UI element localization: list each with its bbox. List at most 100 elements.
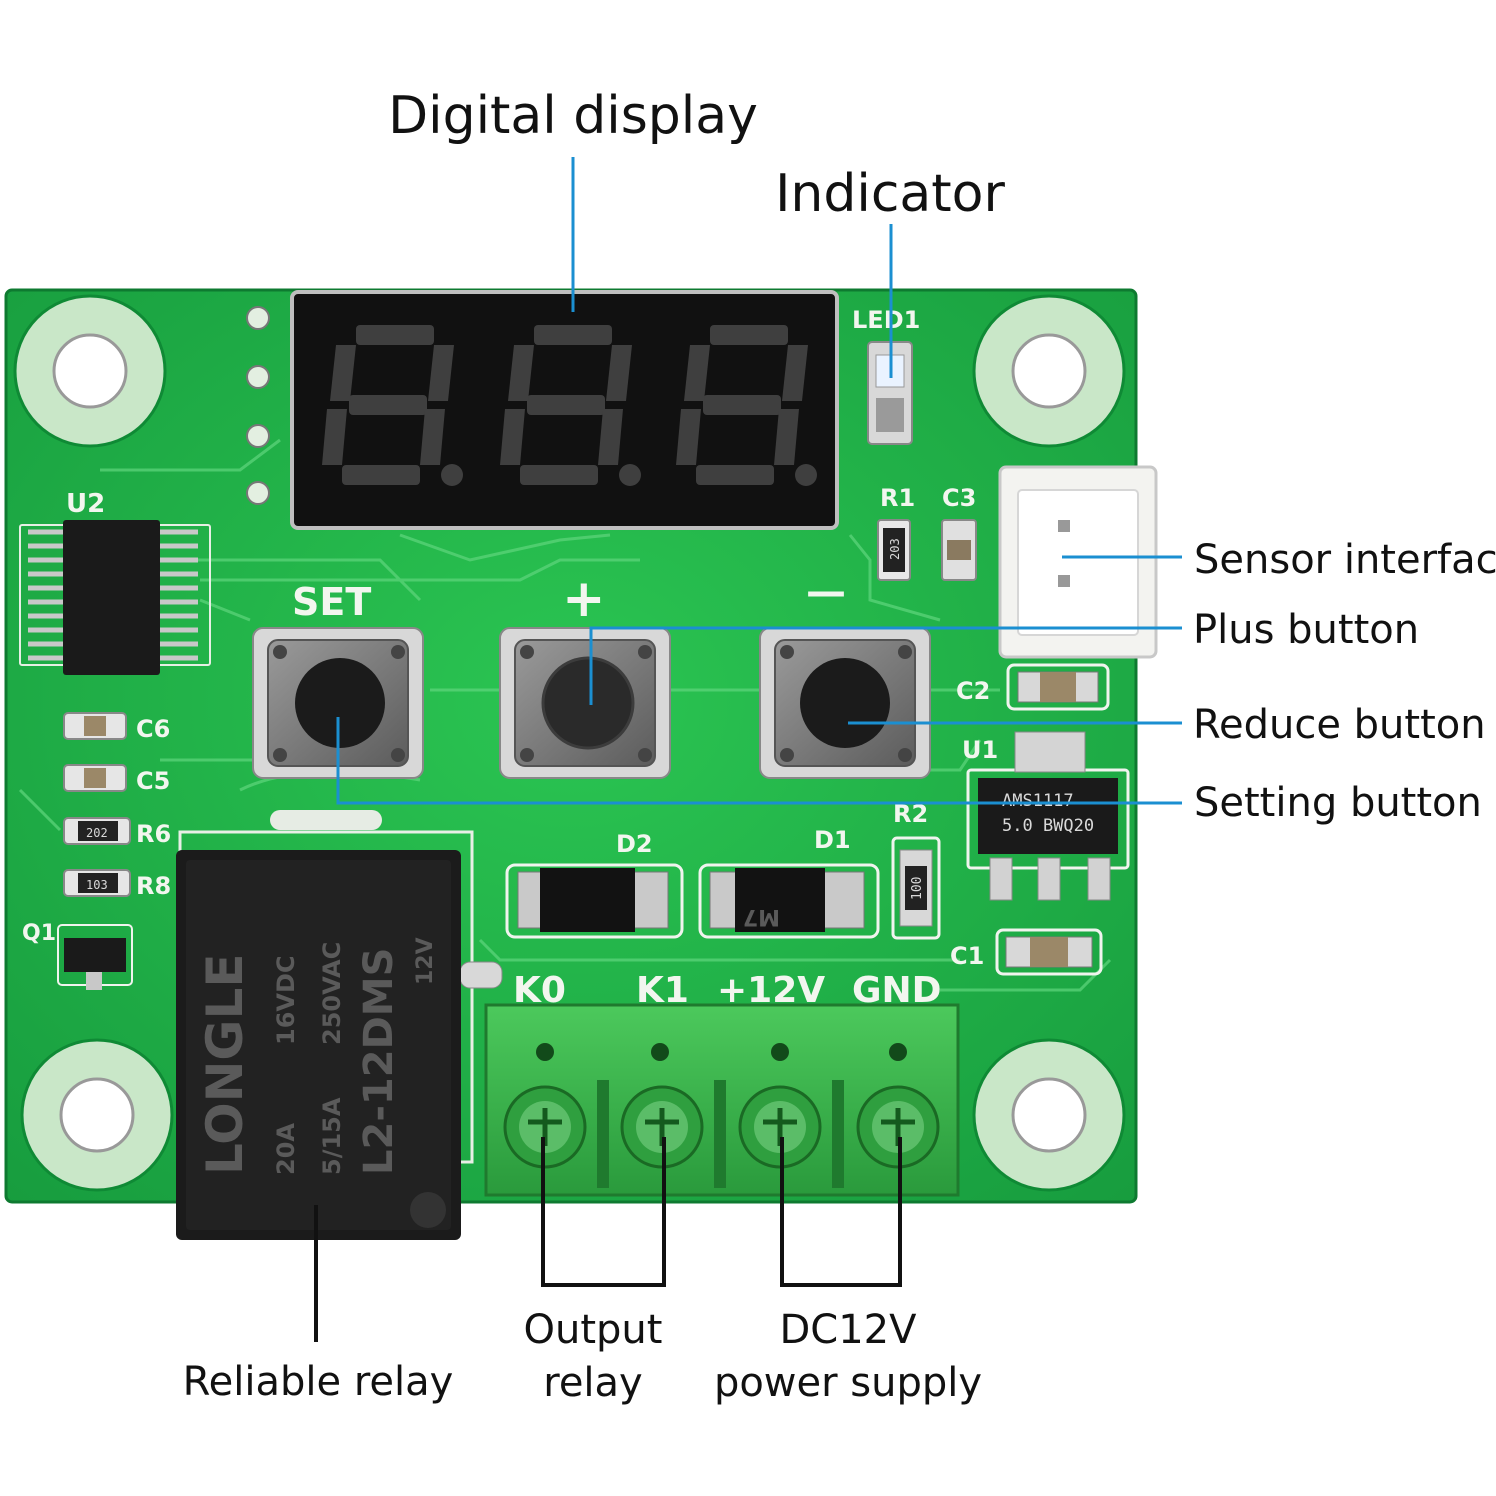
u1-marking-line1: AMS1117 bbox=[1002, 791, 1074, 811]
silk-d1-code: M7 bbox=[743, 904, 780, 929]
digit-3-horizontal-segment bbox=[703, 395, 781, 415]
silk-r2: R2 bbox=[893, 800, 928, 828]
relay-brand: LONGLE bbox=[196, 954, 254, 1175]
digit-3-horizontal-segment bbox=[710, 325, 788, 345]
silk-c1: C1 bbox=[950, 942, 984, 970]
digit-2-vertical-segment bbox=[500, 409, 525, 465]
c2-capacitor bbox=[1006, 663, 1110, 711]
leader-plus-button bbox=[589, 626, 1182, 705]
silk-r6-code: 202 bbox=[86, 826, 108, 840]
callout-output-relay-line2: relay bbox=[543, 1360, 642, 1406]
digit-1-horizontal-segment bbox=[356, 325, 434, 345]
digit-1-vertical-segment bbox=[420, 409, 445, 465]
relay-markings: LONGLE 16VDC 20A 250VAC 5/15A L2-12DMS 1… bbox=[196, 937, 438, 1175]
callout-plus-button: Plus button bbox=[1193, 607, 1419, 653]
digital-display bbox=[290, 290, 839, 530]
digit-3-decimal-point bbox=[795, 464, 817, 486]
set-button[interactable] bbox=[252, 627, 424, 779]
silk-c3: C3 bbox=[942, 484, 976, 512]
terminal-screw-k0[interactable] bbox=[503, 1085, 587, 1169]
silk-d1: D1 bbox=[814, 826, 851, 854]
callout-sensor-interface: Sensor interface bbox=[1194, 537, 1496, 583]
leader-setting-button bbox=[336, 717, 1182, 805]
callout-indicator: Indicator bbox=[775, 164, 1005, 224]
digit-1-vertical-segment bbox=[428, 345, 454, 401]
digit-3-horizontal-segment bbox=[696, 465, 774, 485]
callout-reduce-button: Reduce button bbox=[1193, 702, 1486, 748]
bracket-output-relay bbox=[541, 1137, 666, 1287]
label-set: SET bbox=[292, 580, 371, 624]
digit-1-horizontal-segment bbox=[342, 465, 420, 485]
digit-2-horizontal-segment bbox=[534, 325, 612, 345]
seven-segment-digits bbox=[322, 325, 817, 486]
r1-resistor bbox=[877, 519, 911, 581]
silk-c2: C2 bbox=[956, 677, 990, 705]
terminal-label-k1: K1 bbox=[636, 970, 689, 1011]
c1-capacitor bbox=[995, 928, 1103, 976]
silk-u1: U1 bbox=[962, 736, 998, 764]
digit-1-decimal-point bbox=[441, 464, 463, 486]
silk-led1: LED1 bbox=[852, 306, 920, 334]
mounting-hole-bottom-left bbox=[20, 1038, 174, 1192]
u1-regulator bbox=[966, 731, 1130, 901]
terminal-screw-12v[interactable] bbox=[738, 1085, 822, 1169]
digit-1-vertical-segment bbox=[322, 409, 347, 465]
label-plus: + bbox=[562, 569, 606, 629]
relay-line4: 20A bbox=[272, 1123, 300, 1175]
digit-2-decimal-point bbox=[619, 464, 641, 486]
u1-marking-line2: 5.0 BWQ20 bbox=[1002, 816, 1094, 836]
silk-r1-code: 203 bbox=[888, 538, 902, 560]
callout-reliable-relay: Reliable relay bbox=[183, 1359, 454, 1405]
terminal-screw-gnd[interactable] bbox=[856, 1085, 940, 1169]
callout-dc12v-line1: DC12V bbox=[780, 1307, 918, 1353]
digit-3-vertical-segment bbox=[676, 409, 701, 465]
terminal-label-k0: K0 bbox=[513, 970, 566, 1011]
relay-model: L2-12DMS bbox=[356, 948, 402, 1175]
digit-2-vertical-segment bbox=[508, 345, 534, 401]
bracket-dc12v bbox=[780, 1137, 902, 1287]
silk-r6: R6 bbox=[136, 820, 171, 848]
silk-c5: C5 bbox=[136, 767, 170, 795]
callout-digital-display: Digital display bbox=[388, 86, 758, 146]
digit-1-horizontal-segment bbox=[349, 395, 427, 415]
callout-setting-button: Setting button bbox=[1194, 780, 1482, 826]
minus-button-switch[interactable] bbox=[759, 627, 931, 779]
silk-r2-code: 100 bbox=[910, 877, 925, 900]
silkscreen-bar bbox=[270, 810, 382, 830]
digit-3-vertical-segment bbox=[774, 409, 799, 465]
plus-button-switch[interactable] bbox=[499, 627, 671, 779]
digit-2-vertical-segment bbox=[606, 345, 632, 401]
digit-1-vertical-segment bbox=[330, 345, 356, 401]
mounting-hole-bottom-right bbox=[972, 1038, 1126, 1192]
c3-capacitor bbox=[941, 519, 977, 581]
d1-diode bbox=[698, 863, 880, 939]
silk-r1: R1 bbox=[880, 484, 915, 512]
digit-2-vertical-segment bbox=[598, 409, 623, 465]
silk-r8-code: 103 bbox=[86, 878, 108, 892]
mounting-hole-top-right bbox=[972, 294, 1126, 448]
relay-line5: 5/15A bbox=[318, 1097, 346, 1175]
leader-lines-black bbox=[314, 1137, 902, 1342]
callout-output-relay-line1: Output bbox=[524, 1307, 663, 1353]
silk-q1: Q1 bbox=[22, 921, 56, 946]
relay-line1: 16VDC bbox=[272, 955, 300, 1045]
sensor-connector bbox=[998, 465, 1158, 659]
r8-resistor bbox=[63, 869, 131, 897]
silk-d2: D2 bbox=[616, 830, 653, 858]
terminal-label-gnd: GND bbox=[852, 970, 942, 1011]
c5-capacitor bbox=[63, 764, 127, 792]
digit-2-horizontal-segment bbox=[527, 395, 605, 415]
terminal-label-12v: +12V bbox=[717, 970, 825, 1011]
d2-diode bbox=[505, 863, 684, 939]
silk-r8: R8 bbox=[136, 872, 171, 900]
digit-2-horizontal-segment bbox=[520, 465, 598, 485]
silk-u2: U2 bbox=[66, 489, 105, 519]
relay-line6: 12V bbox=[413, 937, 438, 985]
leader-lines-blue bbox=[336, 157, 1182, 805]
silk-c6: C6 bbox=[136, 715, 170, 743]
c6-capacitor bbox=[63, 712, 127, 740]
digit-3-vertical-segment bbox=[782, 345, 808, 401]
relay-line2: 250VAC bbox=[318, 942, 346, 1045]
digit-3-vertical-segment bbox=[684, 345, 710, 401]
